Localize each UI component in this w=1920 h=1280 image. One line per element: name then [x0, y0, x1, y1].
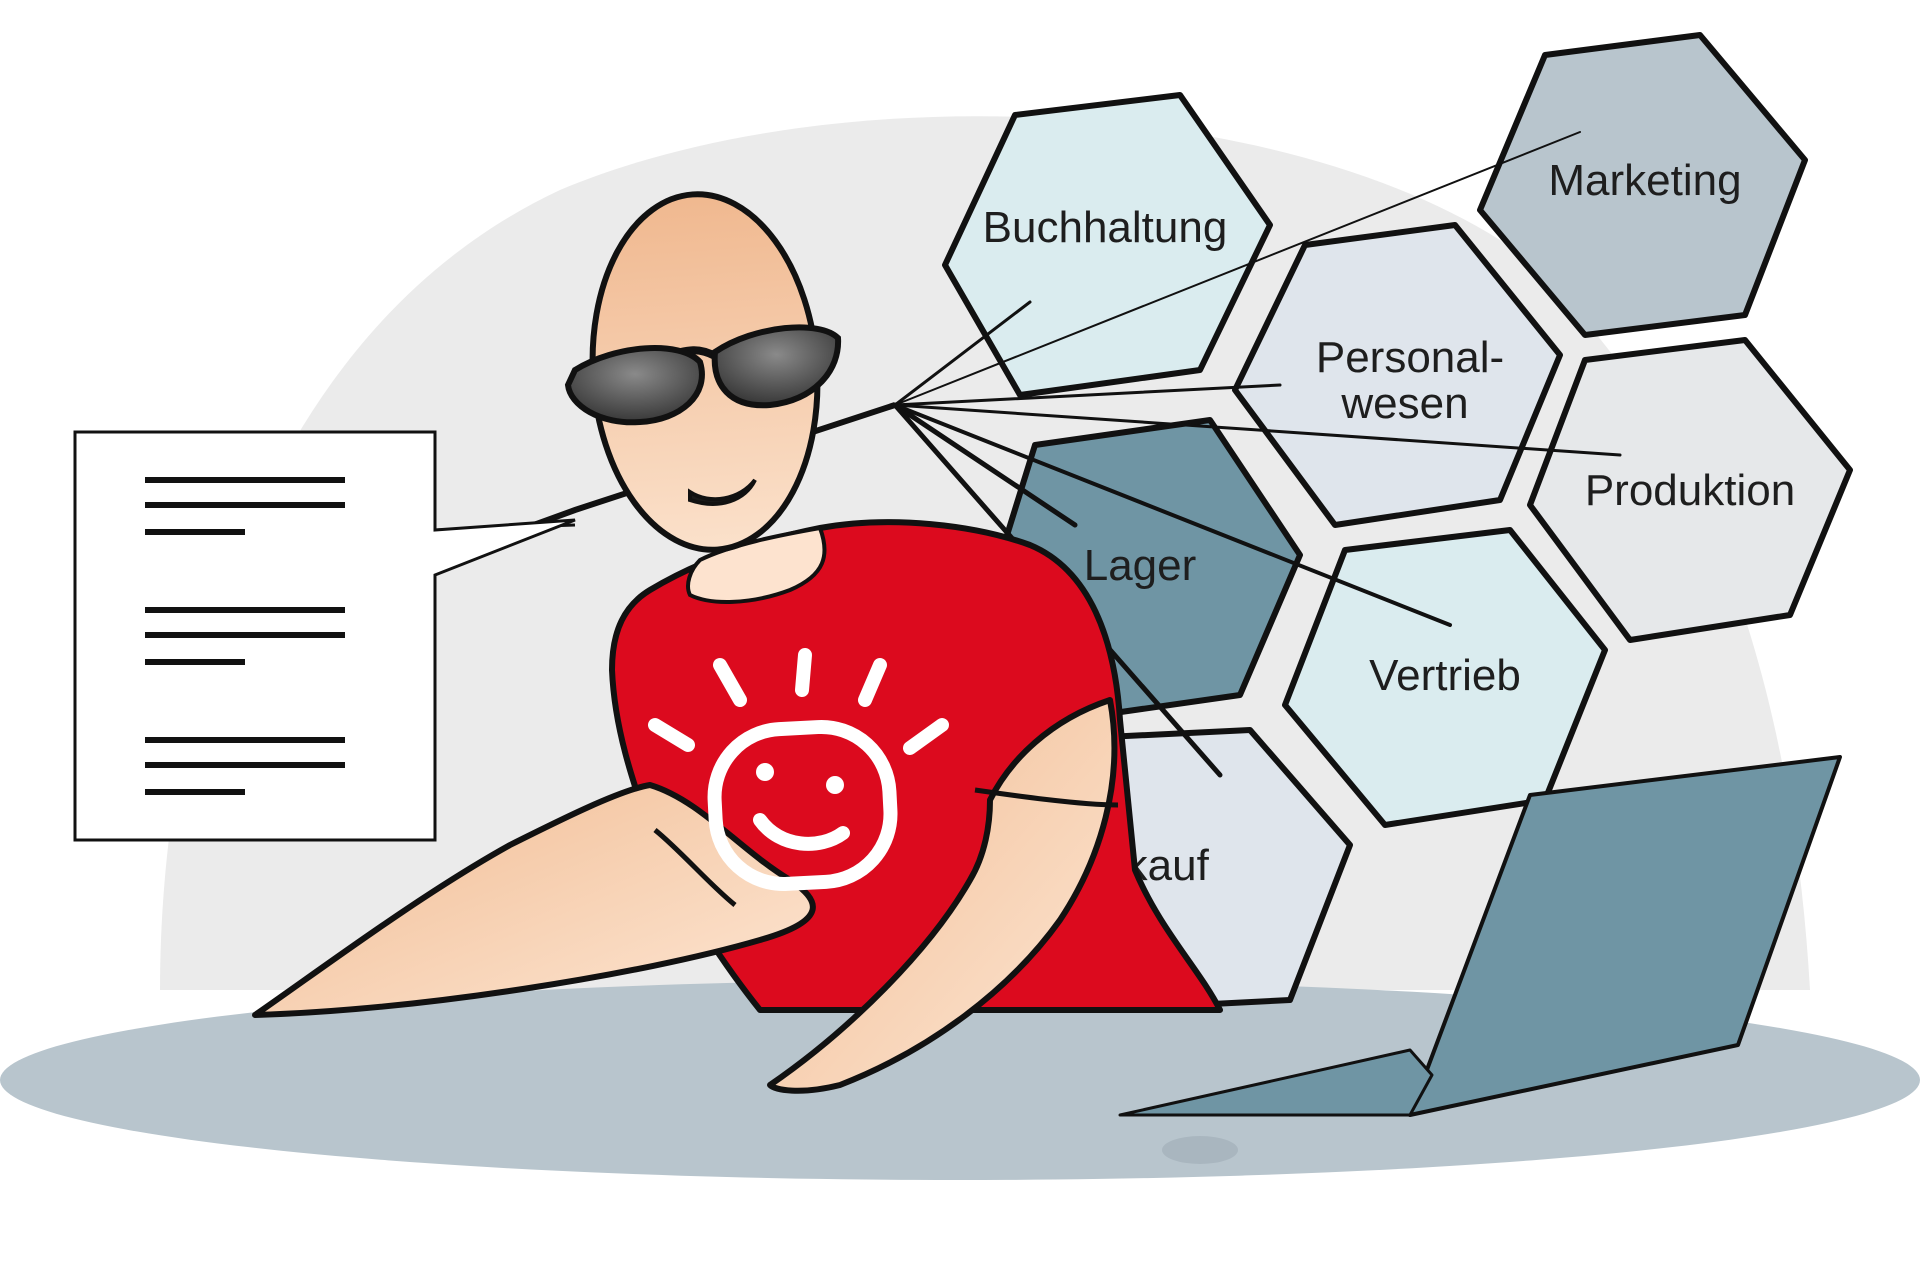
- sunglasses: [564, 324, 842, 426]
- hex-label-lager: Lager: [1084, 541, 1197, 590]
- laptop: [1118, 755, 1842, 1164]
- hex-marketing: Marketing: [1477, 32, 1808, 338]
- sunglasses-left-lens: [564, 345, 705, 426]
- left-arm: [252, 782, 816, 1018]
- hex-personalwesen: Personal- wesen: [1232, 222, 1563, 528]
- sunglasses-right-lens: [711, 324, 842, 409]
- document-panel: [73, 402, 896, 842]
- hex-label-vertrieb: Vertrieb: [1369, 651, 1521, 700]
- hex-label-buchhaltung: Buchhaltung: [983, 203, 1228, 252]
- person: [252, 191, 1223, 1094]
- document-icon: [145, 477, 345, 795]
- table-spot: [1162, 1136, 1238, 1164]
- hex-produktion: Produktion: [1527, 337, 1853, 643]
- neck: [686, 525, 827, 604]
- hex-vertrieb: Vertrieb: [1282, 527, 1608, 828]
- hex-buchhaltung: Buchhaltung: [942, 92, 1273, 398]
- laptop-screen: [1408, 755, 1842, 1117]
- hex-label-personal-line2: wesen: [1340, 379, 1468, 428]
- sun-smiley-logo: [648, 648, 949, 891]
- mouth: [688, 478, 757, 506]
- hex-label-produktion: Produktion: [1585, 466, 1795, 515]
- laptop-base: [1118, 1048, 1434, 1117]
- hex-label-personal-line1: Personal-: [1316, 333, 1504, 382]
- hex-label-marketing: Marketing: [1548, 156, 1741, 205]
